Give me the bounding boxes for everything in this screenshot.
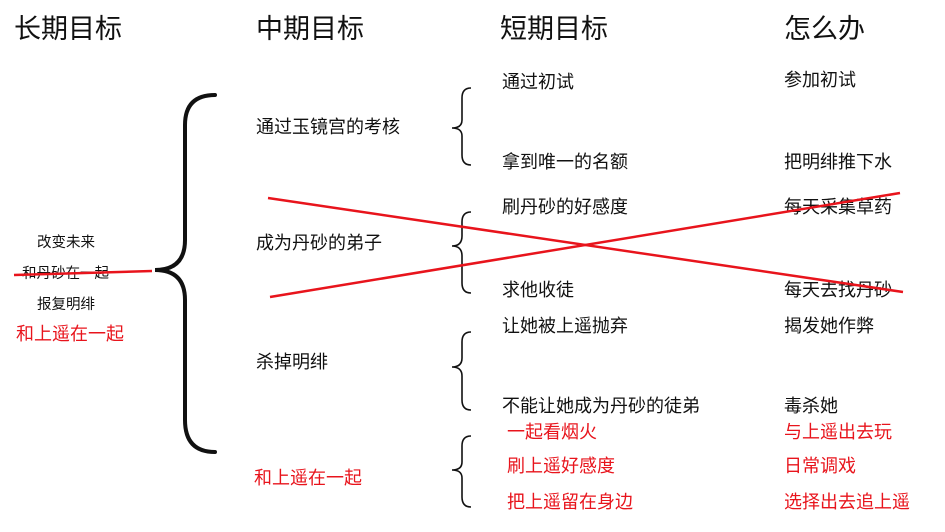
- action-attend-preliminary: 参加初试: [784, 70, 856, 91]
- short-goal-ask-apprentice: 求他收徒: [502, 280, 574, 301]
- mid-goal-with-shangyao: 和上遥在一起: [254, 468, 362, 489]
- header-short-term: 短期目标: [500, 14, 608, 45]
- short-goal-get-quota: 拿到唯一的名额: [502, 152, 628, 173]
- brace-become-disciple: [451, 211, 472, 294]
- long-goal-change-future: 改变未来: [37, 235, 95, 251]
- action-go-out: 与上遥出去玩: [784, 422, 892, 443]
- brace-pass-exam: [451, 87, 472, 166]
- action-poison: 毒杀她: [784, 396, 838, 417]
- brace-with-shangyao: [451, 435, 472, 508]
- strike-long-goal: [13, 269, 153, 277]
- short-goal-favor-shangyao: 刷上遥好感度: [507, 456, 615, 477]
- brace-kill-mingfei: [451, 331, 472, 411]
- cross-line-2: [269, 191, 901, 299]
- header-how: 怎么办: [784, 14, 865, 45]
- short-goal-fireworks: 一起看烟火: [507, 422, 597, 443]
- action-expose-cheating: 揭发她作弊: [784, 316, 874, 337]
- header-mid-term: 中期目标: [256, 14, 364, 45]
- short-goal-favor-dansha: 刷丹砂的好感度: [502, 197, 628, 218]
- short-goal-prevent-disciple: 不能让她成为丹砂的徒弟: [502, 396, 700, 417]
- big-brace: [154, 93, 217, 454]
- action-push-into-water: 把明绯推下水: [784, 152, 892, 173]
- mid-goal-become-disciple: 成为丹砂的弟子: [256, 233, 382, 254]
- header-long-term: 长期目标: [14, 14, 122, 45]
- long-goal-revenge: 报复明绯: [37, 297, 95, 313]
- short-goal-pass-preliminary: 通过初试: [502, 72, 574, 93]
- mid-goal-pass-exam: 通过玉镜宫的考核: [256, 117, 400, 138]
- action-collect-herbs: 每天采集草药: [784, 197, 892, 218]
- action-chase: 选择出去追上遥: [784, 492, 910, 513]
- short-goal-keep-shangyao: 把上遥留在身边: [507, 492, 633, 513]
- mid-goal-kill-mingfei: 杀掉明绯: [256, 352, 328, 373]
- short-goal-abandoned: 让她被上遥抛弃: [502, 316, 628, 337]
- long-goal-with-shangyao: 和上遥在一起: [16, 324, 124, 345]
- action-tease: 日常调戏: [784, 456, 856, 477]
